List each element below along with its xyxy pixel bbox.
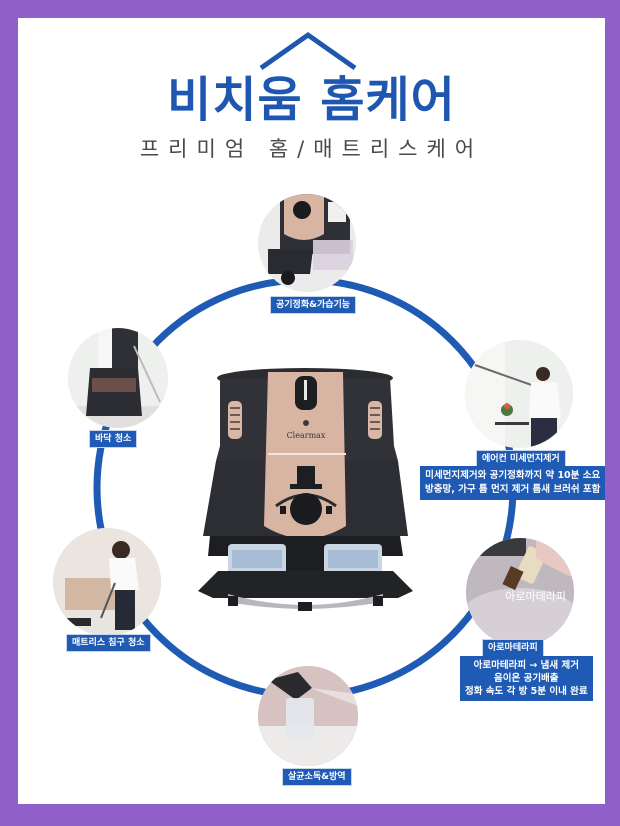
- desc-line: 미세먼지제거와 공기정화까지 약 10분 소요: [425, 470, 601, 481]
- label-mattress: 매트리스 침구 청소: [66, 634, 151, 652]
- desc-aromatherapy: 아로마테라피 → 냄새 제거 음이온 공기배출 정화 속도 각 방 5분 이내 …: [460, 656, 593, 701]
- photo-sterilize: [258, 666, 358, 766]
- desc-aircon-dust: 미세먼지제거와 공기정화까지 약 10분 소요 방충망, 가구 틈 먼지 제거 …: [420, 466, 605, 500]
- label-floor: 바닥 청소: [89, 430, 138, 448]
- vacuum-cleaner-product: Clearmax: [198, 368, 413, 611]
- photo-air-purify: [258, 194, 356, 292]
- brand-logo: Clearmax: [287, 431, 326, 440]
- label-air-purify: 공기정화&가습기능: [270, 296, 357, 314]
- label-aromatherapy: 아로마테라피: [482, 639, 544, 657]
- photo-floor: [68, 328, 168, 428]
- overlay-aromatherapy: 아로마테라피: [505, 590, 566, 603]
- desc-line: 정화 속도 각 방 5분 이내 완료: [465, 686, 588, 697]
- photo-aircon-dust: [465, 340, 573, 448]
- desc-line: 방충망, 가구 틈 먼지 제거 틈새 브러쉬 포함: [425, 484, 601, 495]
- photo-mattress: [53, 528, 161, 636]
- house-roof-icon: [259, 31, 357, 71]
- poster: 비치움 홈케어 프리미엄 홈/매트리스케어 Clearmax: [18, 18, 605, 804]
- label-sterilize: 살균소독&방역: [282, 768, 352, 786]
- page-subtitle: 프리미엄 홈/매트리스케어: [139, 137, 484, 161]
- page-title: 비치움 홈케어: [167, 72, 456, 128]
- desc-line: 아로마테라피 → 냄새 제거: [473, 660, 579, 671]
- desc-line: 음이온 공기배출: [494, 673, 559, 684]
- photo-aromatherapy: 아로마테라피: [466, 538, 574, 646]
